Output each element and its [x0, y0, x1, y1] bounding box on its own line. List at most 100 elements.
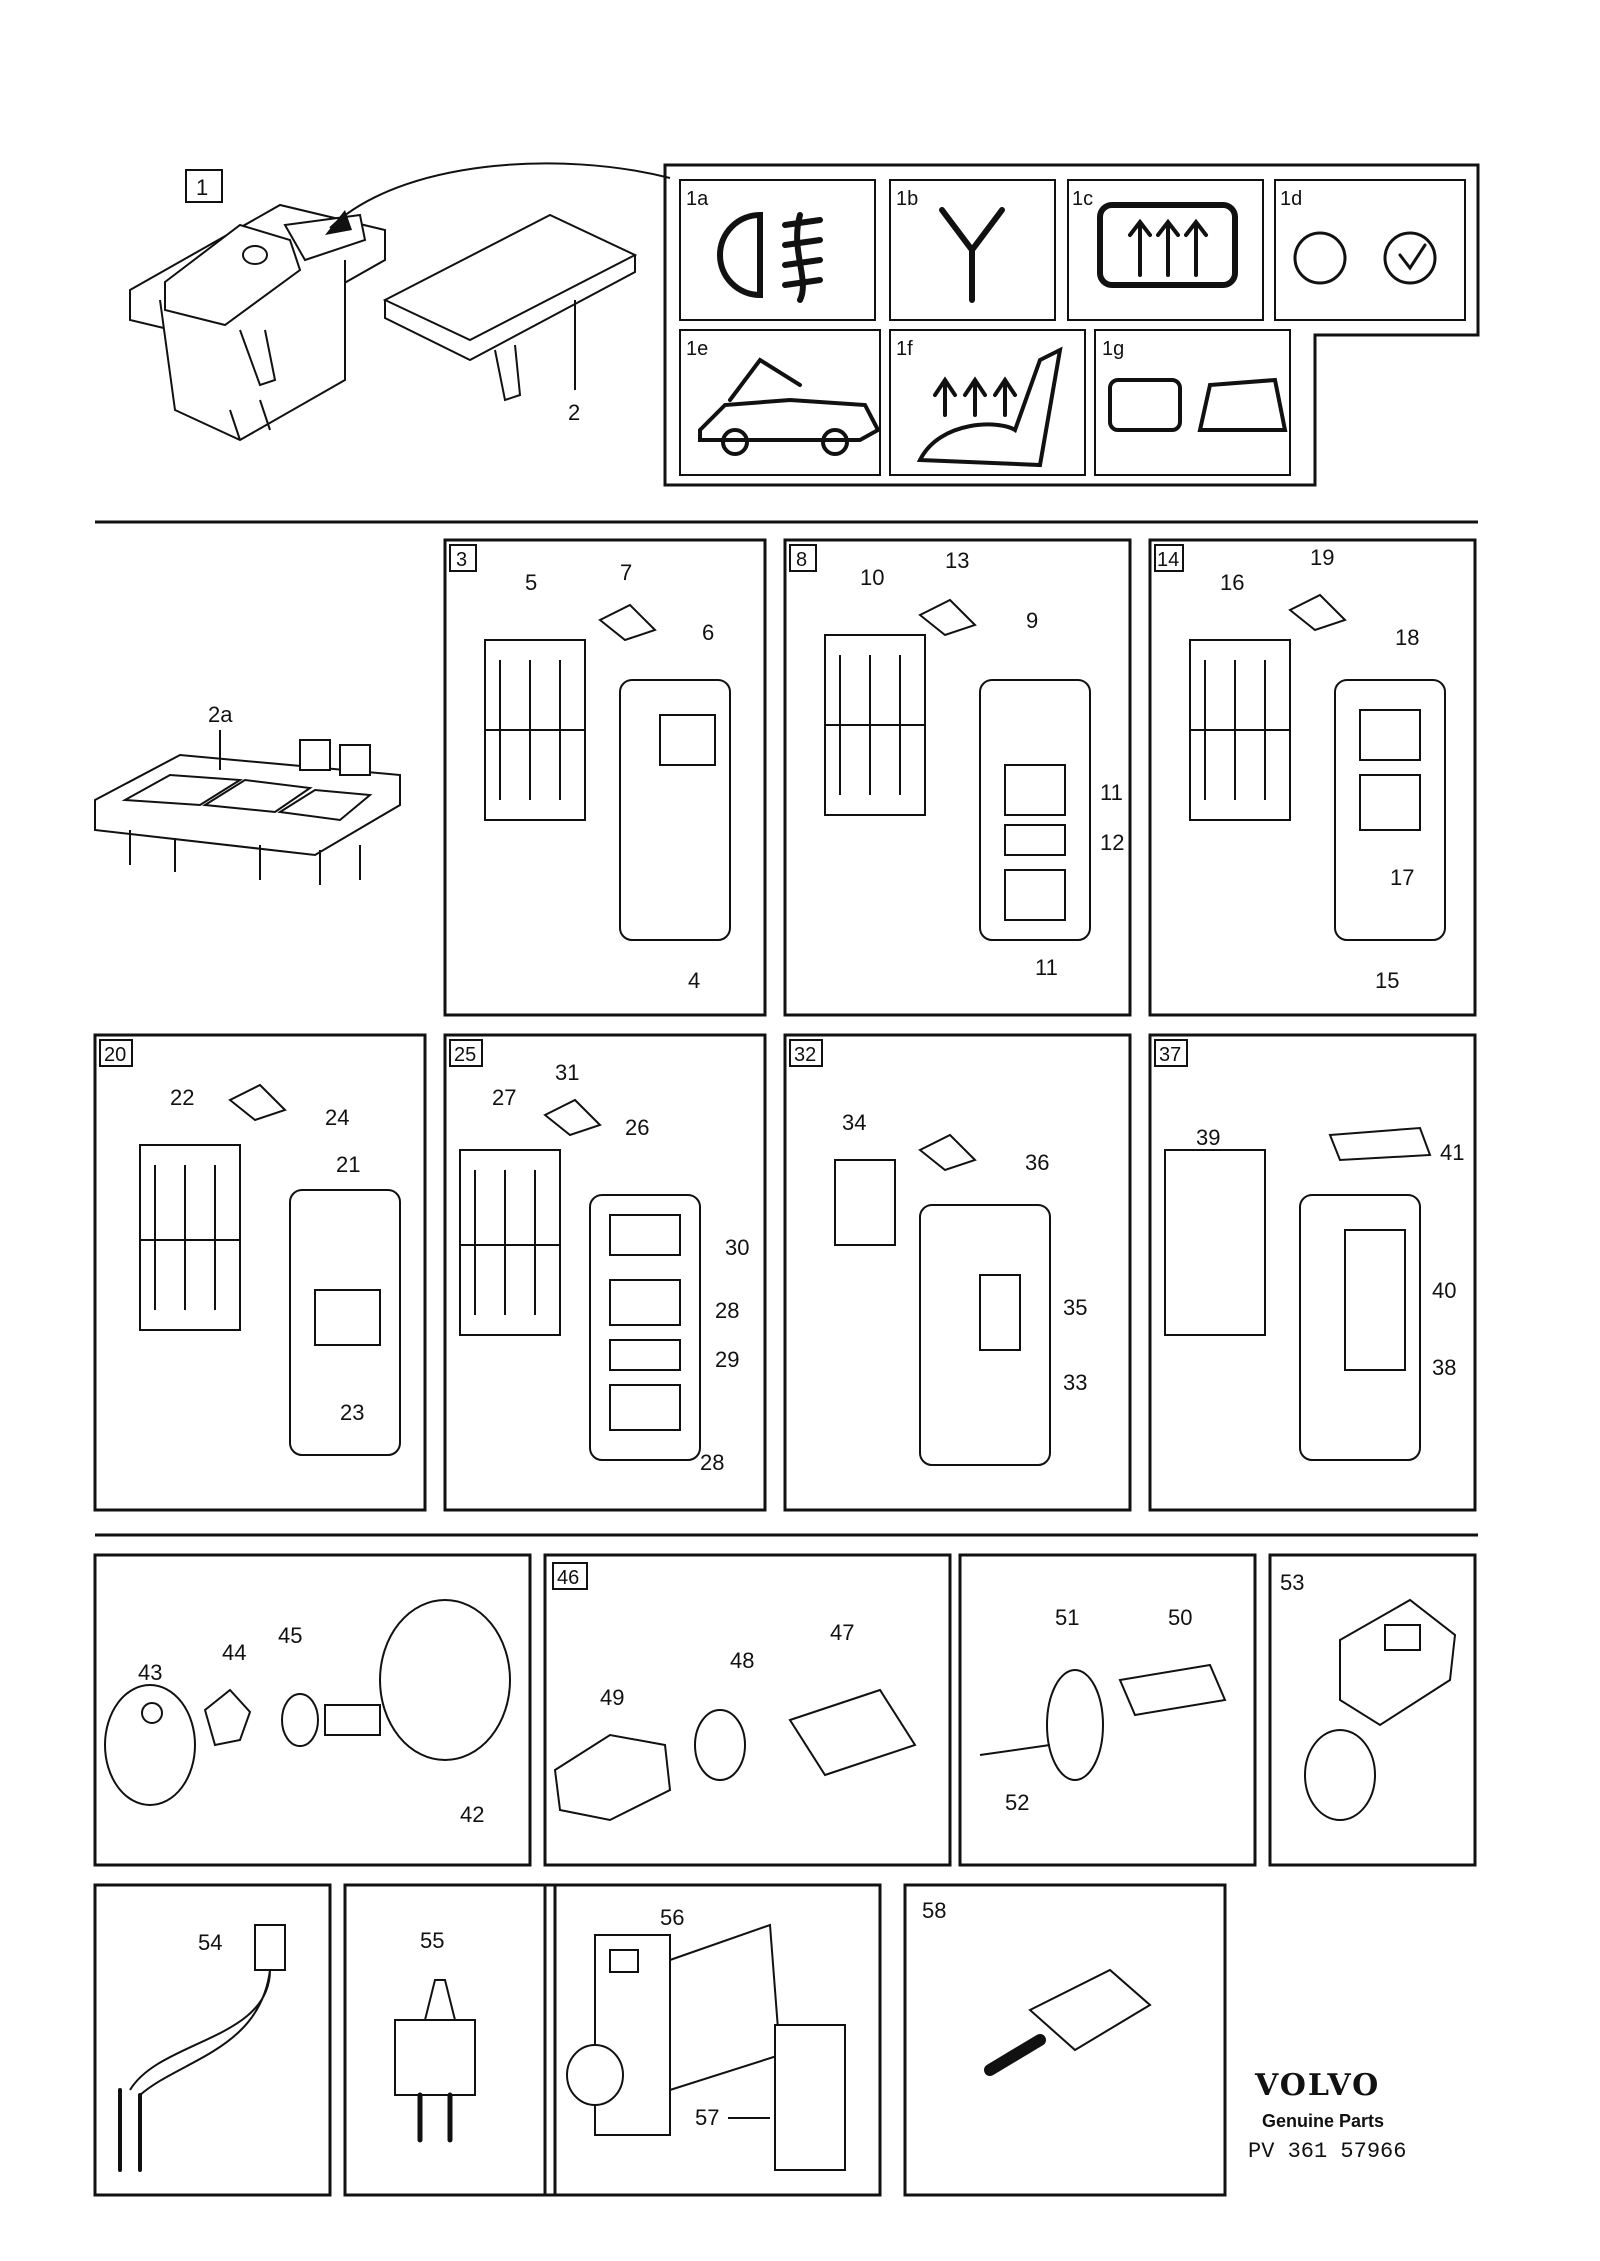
- svg-text:1b: 1b: [896, 188, 918, 210]
- pointer-arrow: [329, 162, 671, 229]
- brand-subtitle: Genuine Parts: [1262, 2111, 1384, 2131]
- panel-14: 14 16 19 18 17 15: [1148, 538, 1477, 1017]
- symbol-1c: 1c: [1067, 179, 1264, 321]
- svg-text:39: 39: [1196, 1125, 1220, 1150]
- panel-3: 3 5 7 6 4: [443, 538, 767, 1017]
- clip: [228, 1083, 287, 1122]
- svg-text:45: 45: [278, 1623, 302, 1648]
- pressure-switch: [394, 2019, 476, 2096]
- clip: [543, 1098, 602, 1137]
- convertible-roof-icon: [698, 397, 881, 442]
- clip: [1288, 593, 1347, 632]
- part-code: PV 361 57966: [1248, 2139, 1406, 2164]
- svg-text:49: 49: [600, 1685, 624, 1710]
- panel-54: 54: [93, 1883, 332, 2197]
- svg-text:55: 55: [420, 1928, 444, 1953]
- svg-text:7: 7: [620, 560, 632, 585]
- svg-text:34: 34: [842, 1110, 866, 1135]
- svg-text:46: 46: [557, 1567, 579, 1589]
- svg-text:11: 11: [1100, 780, 1123, 805]
- panel-56: 56 57: [543, 1883, 882, 2197]
- svg-text:22: 22: [170, 1085, 194, 1110]
- svg-text:20: 20: [104, 1044, 126, 1066]
- symbol-frame: [663, 163, 1480, 487]
- symbol-1b: 1b: [889, 179, 1056, 321]
- cover-plate-drawing: [382, 213, 638, 402]
- panel-8: 8 10 13 9 11 12 11: [783, 538, 1132, 1017]
- svg-text:51: 51: [1055, 1605, 1079, 1630]
- svg-text:32: 32: [794, 1044, 816, 1066]
- svg-text:25: 25: [454, 1044, 476, 1066]
- svg-text:47: 47: [830, 1620, 854, 1645]
- svg-text:1c: 1c: [1072, 188, 1093, 210]
- clock-icon: [1383, 231, 1437, 285]
- connector-block: [459, 1149, 561, 1336]
- lighter-ring: [694, 1709, 746, 1781]
- door-switch: [1118, 1663, 1227, 1717]
- svg-text:3: 3: [456, 549, 467, 571]
- svg-text:31: 31: [555, 1060, 579, 1085]
- svg-text:40: 40: [1432, 1278, 1456, 1303]
- cover: [774, 2024, 846, 2171]
- svg-text:42: 42: [460, 1802, 484, 1827]
- clip: [918, 598, 977, 637]
- knob: [1339, 1598, 1457, 1727]
- relay-block: [834, 1159, 896, 1246]
- connector-block: [1164, 1149, 1266, 1336]
- fog-lamp-icon: [717, 211, 763, 299]
- svg-text:54: 54: [198, 1930, 222, 1955]
- svg-text:14: 14: [1157, 549, 1179, 571]
- svg-text:10: 10: [860, 565, 884, 590]
- clip: [1328, 1126, 1432, 1162]
- svg-text:15: 15: [1375, 968, 1399, 993]
- switch-panel-2a: [94, 739, 401, 885]
- symbol-1e: 1e: [679, 329, 881, 476]
- svg-text:17: 17: [1390, 865, 1414, 890]
- svg-text:26: 26: [625, 1115, 649, 1140]
- svg-text:53: 53: [1280, 1570, 1304, 1595]
- svg-text:48: 48: [730, 1648, 754, 1673]
- svg-text:5: 5: [525, 570, 537, 595]
- switch-plate: [594, 1934, 671, 2136]
- lighter-knob: [553, 1733, 672, 1822]
- arrow-head-icon: [325, 210, 352, 235]
- svg-text:41: 41: [1440, 1140, 1464, 1165]
- rear-defrost-small-icon: [1108, 378, 1182, 432]
- svg-text:1g: 1g: [1102, 338, 1124, 360]
- svg-text:1d: 1d: [1280, 188, 1302, 210]
- panel-32: 32 34 36 35 33: [783, 1033, 1132, 1512]
- switch-body: [669, 1923, 782, 2092]
- light-icon: [141, 1702, 163, 1724]
- rubber-boot: [1046, 1669, 1104, 1781]
- svg-text:28: 28: [715, 1298, 739, 1323]
- socket: [1304, 1729, 1376, 1821]
- panel-58: 58: [903, 1883, 1227, 2197]
- svg-text:4: 4: [688, 968, 700, 993]
- svg-text:27: 27: [492, 1085, 516, 1110]
- item-box-1: [185, 169, 223, 203]
- svg-text:56: 56: [660, 1905, 684, 1930]
- svg-text:30: 30: [725, 1235, 749, 1260]
- lighter-socket: [788, 1688, 917, 1777]
- svg-text:24: 24: [325, 1105, 349, 1130]
- svg-text:23: 23: [340, 1400, 364, 1425]
- antenna-icon: [939, 207, 1005, 303]
- symbol-1g: 1g: [1094, 329, 1291, 476]
- footer: VOLVO Genuine Parts PV 361 57966: [1248, 2068, 1406, 2164]
- svg-text:19: 19: [1310, 545, 1334, 570]
- svg-text:13: 13: [945, 548, 969, 573]
- svg-text:11: 11: [1035, 955, 1058, 980]
- rotary-knob: [566, 2044, 624, 2106]
- svg-text:1a: 1a: [686, 188, 709, 210]
- panel-55: 55: [343, 1883, 557, 2197]
- interior-light-icon: [1293, 231, 1347, 285]
- svg-text:21: 21: [336, 1152, 360, 1177]
- svg-text:37: 37: [1159, 1044, 1181, 1066]
- svg-text:36: 36: [1025, 1150, 1049, 1175]
- symbol-1f: 1f: [889, 329, 1086, 476]
- panel-door-switch: 51 50 52: [958, 1553, 1257, 1867]
- rocker-switch-drawing: [129, 203, 386, 442]
- svg-text:1e: 1e: [686, 338, 708, 360]
- svg-text:33: 33: [1063, 1370, 1087, 1395]
- panel-light-switch: 43 44 45 42: [93, 1553, 532, 1867]
